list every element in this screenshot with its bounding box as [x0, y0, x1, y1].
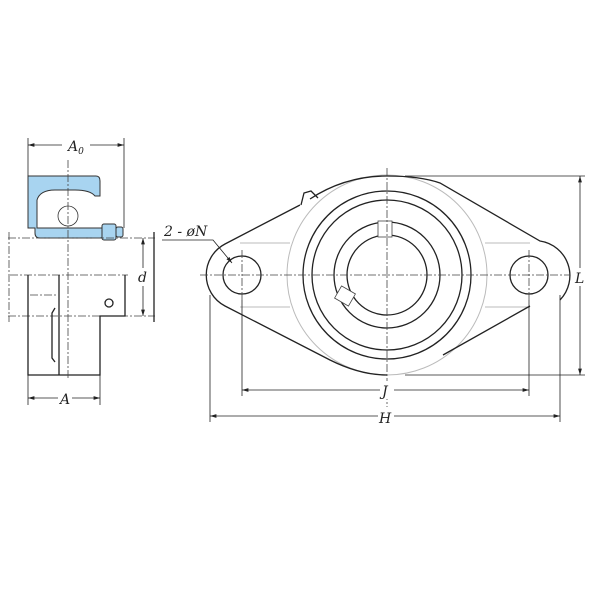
a0-label: A0: [66, 139, 84, 157]
a0-label-bg: [62, 137, 90, 153]
flange-ribs: [240, 242, 530, 308]
d-label-bg: [136, 268, 150, 286]
flange-outline: [205, 175, 571, 376]
lower-body: [27, 275, 126, 376]
bolt-hole-leader: [162, 239, 233, 264]
h-label-bg: [378, 407, 394, 425]
side-view: A0 A d: [8, 137, 155, 408]
j-label: J: [379, 384, 389, 400]
bolt-hole-label: 2 - øN: [163, 224, 208, 240]
d-label: d: [138, 270, 147, 286]
j-label-bg: [380, 381, 394, 399]
set-screw-tip: [115, 226, 124, 238]
set-screw-side: [334, 285, 356, 307]
h-label: H: [378, 411, 392, 427]
a-label-bg: [58, 390, 72, 406]
slot: [51, 307, 56, 363]
grease-fitting: [104, 298, 114, 308]
l-label: L: [574, 271, 584, 287]
l-label-bg: [573, 268, 587, 286]
front-view: J H L 2 - øN: [162, 168, 587, 427]
grease-nipple: [300, 190, 319, 206]
a-label: A: [58, 392, 70, 408]
set-screw-top: [377, 220, 393, 238]
